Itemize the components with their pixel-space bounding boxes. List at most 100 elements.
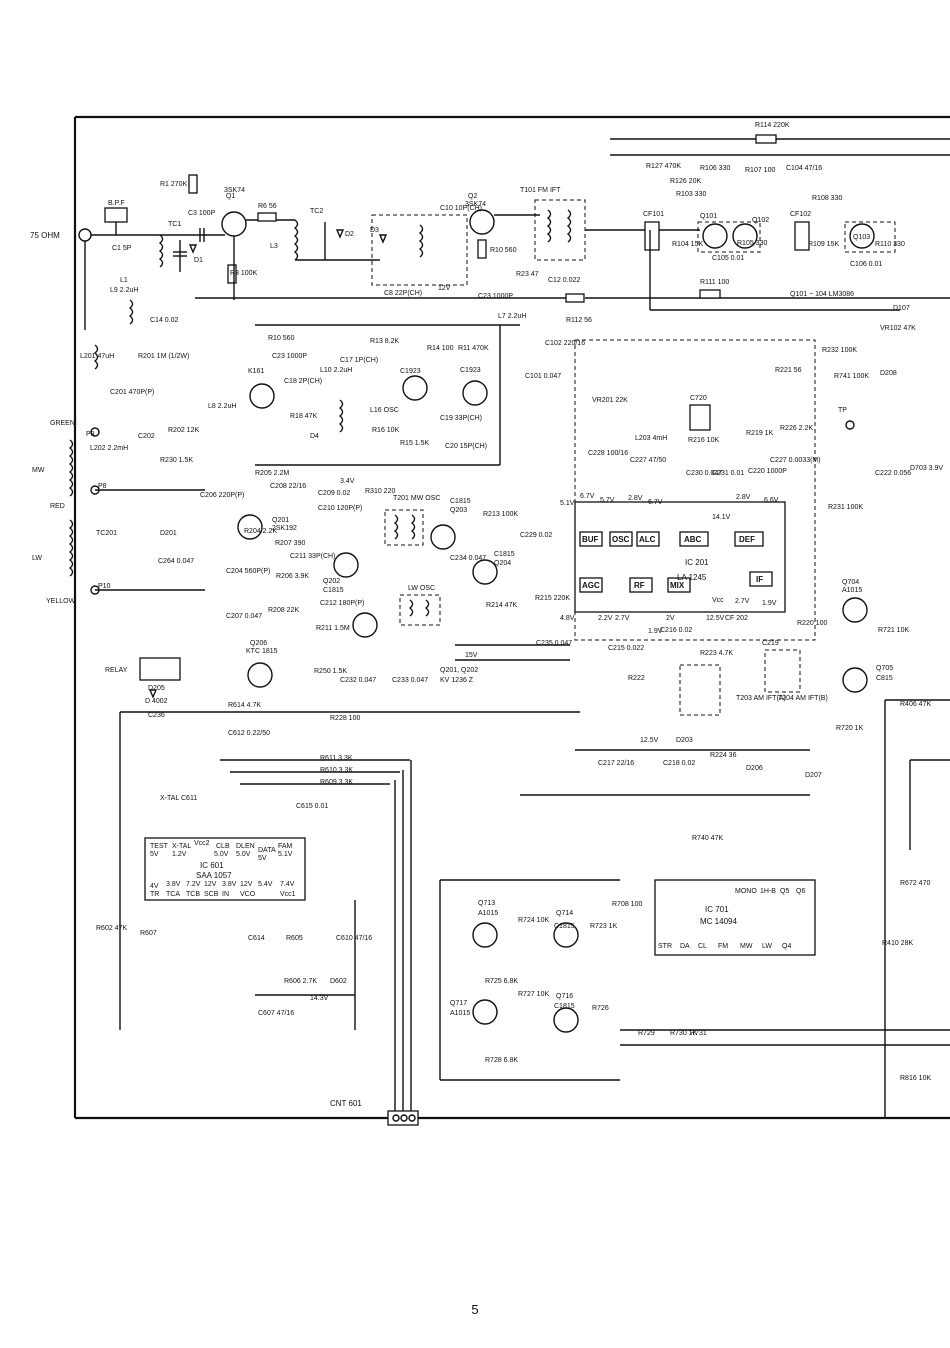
ic701-pin-lw: LW bbox=[762, 943, 772, 950]
ic601-pin-clb: CLB bbox=[216, 843, 230, 850]
ic601-body bbox=[144, 837, 306, 901]
t203-ift bbox=[679, 664, 721, 716]
ic701-pin-da: DA bbox=[680, 943, 690, 950]
r216-label: R216 10K bbox=[688, 437, 719, 444]
xtal-label: X-TAL C611 bbox=[160, 795, 197, 802]
ic201-rf bbox=[629, 577, 653, 593]
svg-text:ALC: ALC bbox=[639, 535, 656, 544]
ic601-vt1: 1.2V bbox=[172, 851, 187, 858]
q1-label: Q1 bbox=[226, 193, 235, 200]
t202-lw-osc bbox=[399, 594, 441, 626]
ic201-v14: 12.5V bbox=[706, 615, 725, 622]
ic701: R740 47K R708 100 IC 701 MC 14094 MONO 1… bbox=[612, 835, 950, 1046]
c202-label: C202 bbox=[138, 433, 155, 440]
ic601-pin-dlen: DLEN bbox=[236, 843, 255, 850]
v34-label: 3.4V bbox=[340, 478, 355, 485]
q206-part: KTC 1815 bbox=[246, 648, 278, 655]
c218-label: C218 0.02 bbox=[663, 760, 695, 767]
q3-label: C1923 bbox=[460, 367, 481, 374]
t101-ift bbox=[534, 199, 586, 261]
right-edge: R232 100K R741 100K D208 VR102 47K D107 … bbox=[822, 305, 950, 1118]
ic201-abc bbox=[679, 531, 709, 547]
r16-label: R16 10K bbox=[372, 427, 400, 434]
relay-label: RELAY bbox=[105, 667, 128, 674]
r205-label: R205 2.2M bbox=[255, 470, 289, 477]
c720-cap bbox=[689, 404, 711, 431]
q4-label: C1923 bbox=[400, 368, 421, 375]
vr201-label: VR201 22K bbox=[592, 397, 628, 404]
page-number: 5 bbox=[471, 1302, 479, 1317]
r202-label: R202 12K bbox=[168, 427, 199, 434]
q103-label: Q103 bbox=[853, 234, 870, 241]
r214-label: R214 47K bbox=[486, 602, 517, 609]
d205-diode bbox=[148, 689, 158, 699]
l1-coil bbox=[158, 234, 164, 268]
q201-transistor bbox=[237, 514, 263, 540]
vr102-label: VR102 47K bbox=[880, 325, 916, 332]
l10-label: L10 2.2uH bbox=[320, 367, 352, 374]
r731-label: R731 bbox=[690, 1030, 707, 1037]
r726-label: R726 bbox=[592, 1005, 609, 1012]
ic201-v16: 2.7V bbox=[735, 598, 750, 605]
r740-label: R740 47K bbox=[692, 835, 723, 842]
ic201-label: IC 201 bbox=[685, 558, 709, 567]
r611-label: R611 3.3K bbox=[320, 755, 353, 762]
q717-part: A1015 bbox=[450, 1010, 470, 1017]
c227b-label: C227 0.0033(M) bbox=[770, 457, 821, 464]
q713-transistor bbox=[472, 922, 498, 948]
q206-transistor bbox=[247, 662, 273, 688]
ic601-vb2: 7.2V bbox=[186, 881, 201, 888]
svg-text:RF: RF bbox=[634, 581, 645, 590]
r13-label: R13 8.2K bbox=[370, 338, 400, 345]
r614-label: R614 4.7K bbox=[228, 702, 261, 709]
c8-label: C8 22P(CH) bbox=[384, 290, 422, 297]
ic701-pin-q4: Q4 bbox=[782, 943, 791, 950]
d203-label: D203 bbox=[676, 737, 693, 744]
l9-label: L9 2.2uH bbox=[110, 287, 138, 294]
r207-label: R207 390 bbox=[275, 540, 305, 547]
ic701-pin-cl: CL bbox=[698, 943, 707, 950]
r105-label: R105 330 bbox=[737, 240, 767, 247]
c208-label: C208 22/16 bbox=[270, 483, 306, 490]
d107-label: D107 bbox=[893, 305, 910, 312]
ic201-v11: 2.7V bbox=[615, 615, 630, 622]
d703-label: D703 3.9V bbox=[910, 465, 943, 472]
r104-label: R104 15K bbox=[672, 241, 703, 248]
red-label: RED bbox=[50, 503, 65, 510]
r10b-label: R10 560 bbox=[268, 335, 295, 342]
q205-transistor bbox=[352, 612, 378, 638]
q5-label: K161 bbox=[248, 368, 264, 375]
r213-label: R213 100K bbox=[483, 511, 518, 518]
c17-label: C17 1P(CH) bbox=[340, 357, 378, 364]
svg-text:DEF: DEF bbox=[739, 535, 755, 544]
d201-label: D201 bbox=[160, 530, 177, 537]
c615-label: C615 0.01 bbox=[296, 803, 328, 810]
r114-label: R114 220K bbox=[755, 122, 790, 129]
l16-label: L16 OSC bbox=[370, 407, 399, 414]
cnt601-label: CNT 601 bbox=[330, 1099, 362, 1108]
q202-part: C1815 bbox=[323, 587, 344, 594]
d208-label: D208 bbox=[880, 370, 897, 377]
r222-label: R222 bbox=[628, 675, 645, 682]
ic201-agc bbox=[579, 577, 603, 593]
ic201-v13: 1.9V bbox=[648, 628, 663, 635]
v125-label: 12.5V bbox=[640, 737, 659, 744]
q201-label: Q201 bbox=[272, 517, 289, 524]
l16-coil bbox=[338, 399, 344, 433]
ic201-v3: 5.7V bbox=[600, 497, 615, 504]
c23b-label: C23 1000P bbox=[272, 353, 307, 360]
ic601-pin-tcb: TCB bbox=[186, 891, 200, 898]
c235-label: C235 0.047 bbox=[536, 640, 572, 647]
q102-label: Q102 bbox=[752, 217, 769, 224]
r126-label: R126 20K bbox=[670, 178, 701, 185]
c3-label: C3 100P bbox=[188, 210, 216, 217]
c201-label: C201 470P(P) bbox=[110, 389, 154, 396]
ic201-v10: 2.2V bbox=[598, 615, 613, 622]
ic601-pin-vco: VCO bbox=[240, 891, 256, 898]
d1-diode bbox=[188, 244, 198, 254]
r110-label: R110 330 bbox=[875, 241, 905, 248]
r220-label: R220 100 bbox=[797, 620, 827, 627]
c20-label: C20 15P(CH) bbox=[445, 443, 487, 450]
r708-label: R708 100 bbox=[612, 901, 642, 908]
